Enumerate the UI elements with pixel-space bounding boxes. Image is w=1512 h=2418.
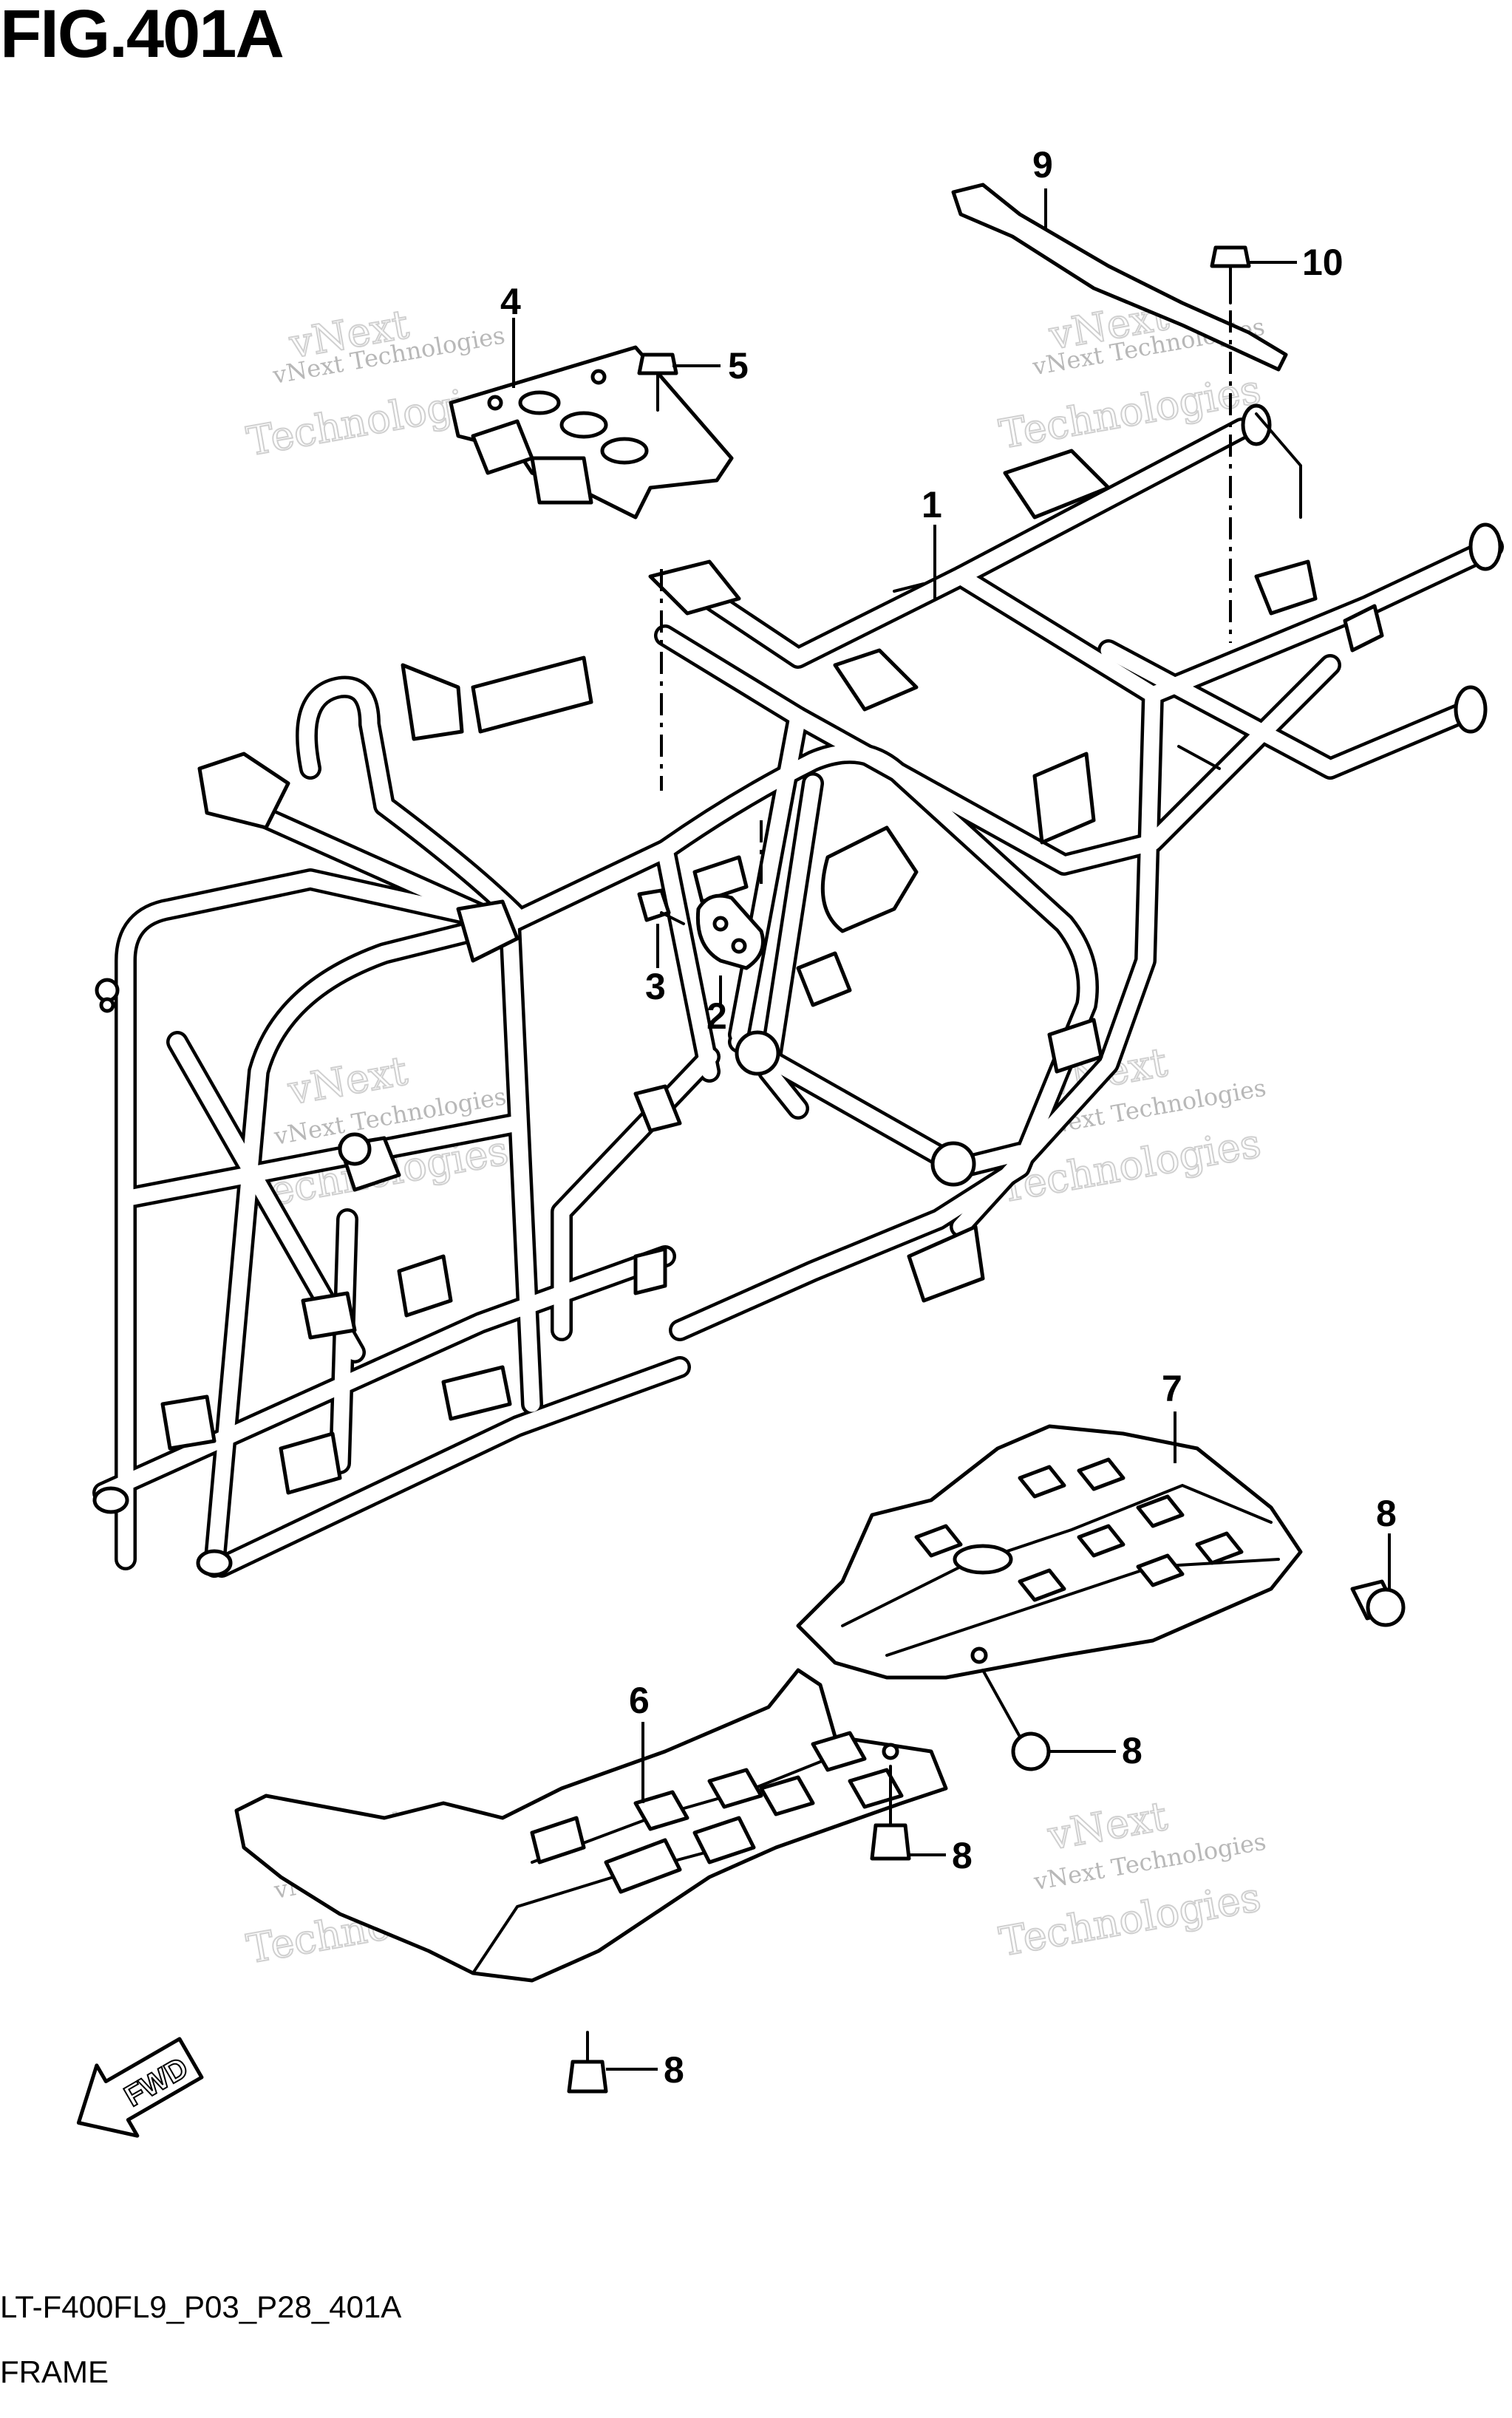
callout-1: 1	[922, 484, 942, 525]
plate-part-2	[695, 893, 765, 970]
bolt-part-8-b	[981, 1669, 1051, 1771]
section-name: FRAME	[0, 2354, 109, 2389]
fwd-arrow-icon: FWD	[76, 2037, 204, 2138]
callout-4: 4	[500, 281, 521, 322]
top-stay-part-9	[951, 183, 1302, 519]
figure-title: FIG.401A	[0, 0, 285, 72]
callout-2: 2	[706, 995, 727, 1037]
rear-skid-plate-part-6	[234, 1668, 948, 1983]
bolt-part-10	[1210, 245, 1251, 304]
bolt-part-8-a	[1350, 1579, 1406, 1627]
callout-3: 3	[645, 966, 666, 1007]
bolt-part-8-d	[567, 2031, 608, 2094]
callout-8-d: 8	[664, 2049, 684, 2091]
watermark-mid-right: Technologies vNext Technologies vNext	[995, 1038, 1268, 1213]
main-frame-part-1	[92, 403, 1504, 1578]
callout-6: 6	[629, 1680, 650, 1721]
callout-7: 7	[1162, 1368, 1182, 1409]
model-code: LT-F400FL9_P03_P28_401A	[0, 2289, 402, 2324]
callout-8-b: 8	[1122, 1730, 1142, 1771]
bolt-part-5	[637, 353, 678, 412]
bolt-part-3	[637, 888, 685, 925]
rear-bracket-part-4	[449, 345, 734, 520]
bolt-part-8-c	[870, 1765, 911, 1861]
callout-8-c: 8	[952, 1835, 973, 1876]
callout-8-a: 8	[1376, 1493, 1397, 1534]
callout-5: 5	[728, 345, 749, 386]
front-skid-plate-part-7	[796, 1424, 1303, 1680]
callout-9: 9	[1032, 144, 1053, 185]
watermark-bottom-right: Technologies vNext Technologies vNext	[995, 1792, 1268, 1966]
callout-10: 10	[1302, 242, 1344, 283]
